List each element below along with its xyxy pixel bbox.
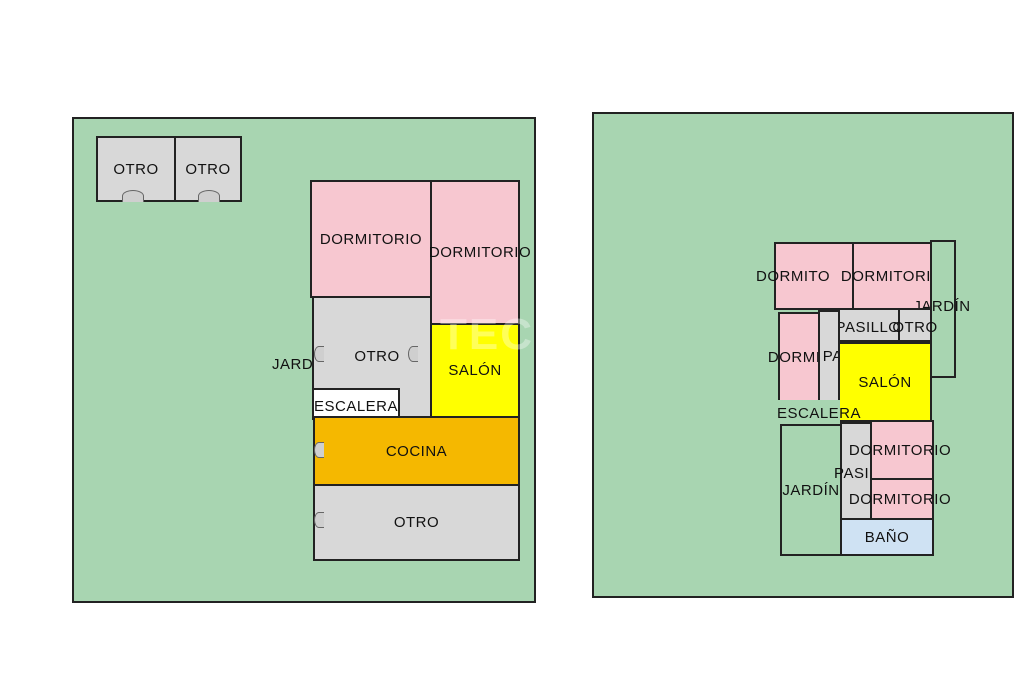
room-label-jardin: JARD (272, 356, 314, 373)
room-cocina: COCINA (313, 416, 520, 486)
room-label: DORMITORIO (428, 244, 532, 261)
door-icon (408, 346, 418, 362)
room-label: COCINA (385, 442, 448, 460)
room-label: ESCALERA (313, 397, 399, 415)
room-label: OTRO (354, 347, 400, 365)
room-otro-small: OTRO (892, 308, 937, 342)
room-label: PASILLO (835, 318, 901, 336)
room-label: DORMITORIO (319, 230, 423, 248)
room-pasillo-top: PASILLO (836, 308, 900, 342)
room-label: OTRO (113, 160, 159, 178)
room-paso: PASO (818, 310, 865, 402)
room-dormitorio-1: DORMITORIO (310, 180, 432, 298)
room-label: SALÓN (448, 362, 502, 379)
room-salon: SALÓN (838, 342, 932, 422)
door-icon (314, 442, 324, 458)
room-otro-bottom: OTRO (313, 484, 520, 561)
room-jardin-left: JARDÍN (780, 424, 842, 556)
room-dormitorio-lower-2: DORMITORIO (849, 478, 951, 520)
room-label: PASIL (834, 464, 878, 482)
room-label: OTRO (892, 318, 938, 336)
room-label: JARDÍN (782, 481, 840, 499)
room-label: OTRO (393, 514, 440, 531)
door-icon (122, 190, 144, 202)
room-escalera: ESCALERA (312, 388, 400, 418)
door-icon (314, 512, 324, 528)
room-pasillo-lower: PASIL (834, 422, 877, 520)
room-label: DORMITORIO (848, 490, 952, 508)
room-jardin-right: JARDÍN (913, 240, 970, 378)
room-dormitorio-2: DORMITORIO (429, 180, 531, 325)
room-label: DORMITORIO (840, 267, 944, 285)
room-label: DORMITO (756, 267, 831, 285)
room-dormitorio-top-2: DORMITORIO (841, 242, 943, 310)
room-dormitorio-left: DORMITORIO (768, 312, 870, 402)
room-dormitorio-lower-1: DORMITORIO (849, 420, 951, 480)
room-dormitorio-top-1: DORMITO (756, 242, 854, 310)
room-label: DORMITORIO (848, 441, 952, 459)
door-icon (314, 346, 324, 362)
door-icon (198, 190, 220, 202)
room-escalera: ESCALERA (777, 400, 861, 426)
room-label: OTRO (185, 160, 231, 178)
room-bano: BAÑO (840, 518, 934, 556)
room-label: ESCALERA (776, 404, 862, 422)
room-label: SALÓN (858, 373, 912, 391)
room-label: BAÑO (864, 528, 910, 546)
